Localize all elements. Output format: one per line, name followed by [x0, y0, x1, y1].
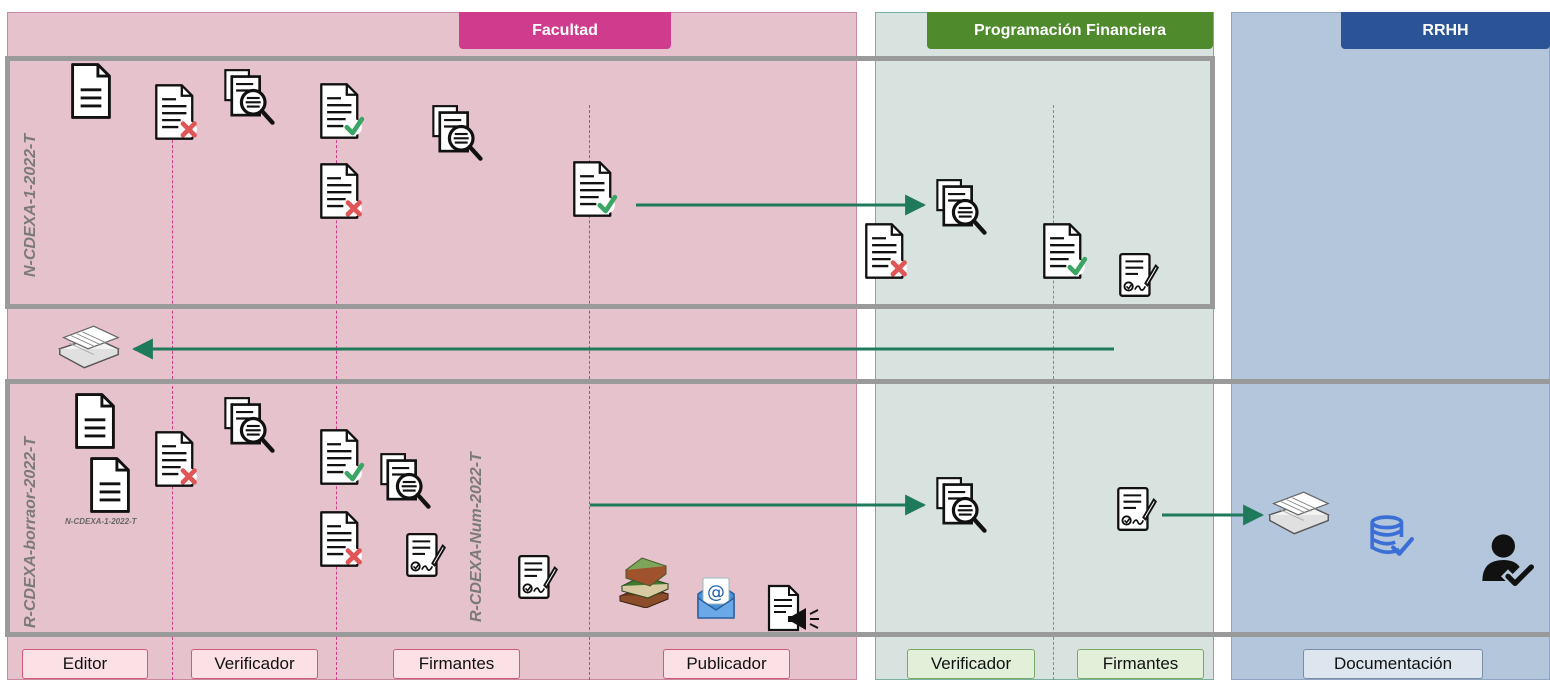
lane-header-rrhh: RRHH: [1341, 12, 1550, 49]
document-sign-icon: [1110, 486, 1162, 534]
email-icon: [692, 572, 740, 624]
books-icon: [616, 556, 672, 608]
divider-pf-verificador-firmantes: [1053, 105, 1054, 680]
document-icon: [87, 456, 133, 514]
document-announce-icon: [766, 584, 822, 634]
document-sign-icon: [1112, 252, 1164, 300]
document-sign-icon: [399, 532, 451, 580]
document-review-icon: [932, 178, 992, 238]
document-reject-icon: [315, 162, 367, 220]
role-editor: Editor: [22, 649, 148, 679]
database-check-icon: [1368, 514, 1414, 560]
role-verificador: Verificador: [191, 649, 318, 679]
user-check-icon: [1478, 532, 1538, 588]
document-accept-icon: [568, 160, 620, 218]
document-accept-icon: [1038, 222, 1090, 280]
tray-icon: [1266, 488, 1332, 536]
document-icon: [68, 62, 114, 120]
lane-header-programacion-financiera: Programación Financiera: [927, 12, 1213, 49]
role-publicador: Publicador: [663, 649, 790, 679]
divider-verificador-firmantes: [336, 105, 337, 680]
document-review-icon: [428, 104, 488, 164]
document-reject-icon: [315, 510, 367, 568]
lane-programacion-financiera: [875, 12, 1214, 680]
role-pf-verificador: Verificador: [907, 649, 1035, 679]
document-accept-icon: [315, 428, 367, 486]
document-icon: [72, 392, 118, 450]
document-accept-icon: [315, 82, 367, 140]
document-reject-icon: [150, 430, 202, 488]
tray-icon: [56, 322, 122, 370]
block-bottom-frame: [5, 379, 1550, 637]
document-review-icon: [932, 476, 992, 536]
small-doc-label: N-CDEXA-1-2022-T: [65, 517, 137, 526]
role-firmantes: Firmantes: [393, 649, 520, 679]
lane-header-facultad: Facultad: [459, 12, 671, 49]
role-documentacion: Documentación: [1303, 649, 1483, 679]
document-sign-icon: [511, 554, 563, 602]
document-reject-icon: [150, 83, 202, 141]
divider-firmantes-publicador: [589, 105, 590, 680]
role-pf-firmantes: Firmantes: [1077, 649, 1204, 679]
document-review-icon: [220, 68, 280, 128]
divider-editor-verificador: [172, 105, 173, 680]
document-review-icon: [376, 452, 436, 512]
document-reject-icon: [860, 222, 912, 280]
block-top-frame: [5, 56, 1215, 309]
document-review-icon: [220, 396, 280, 456]
